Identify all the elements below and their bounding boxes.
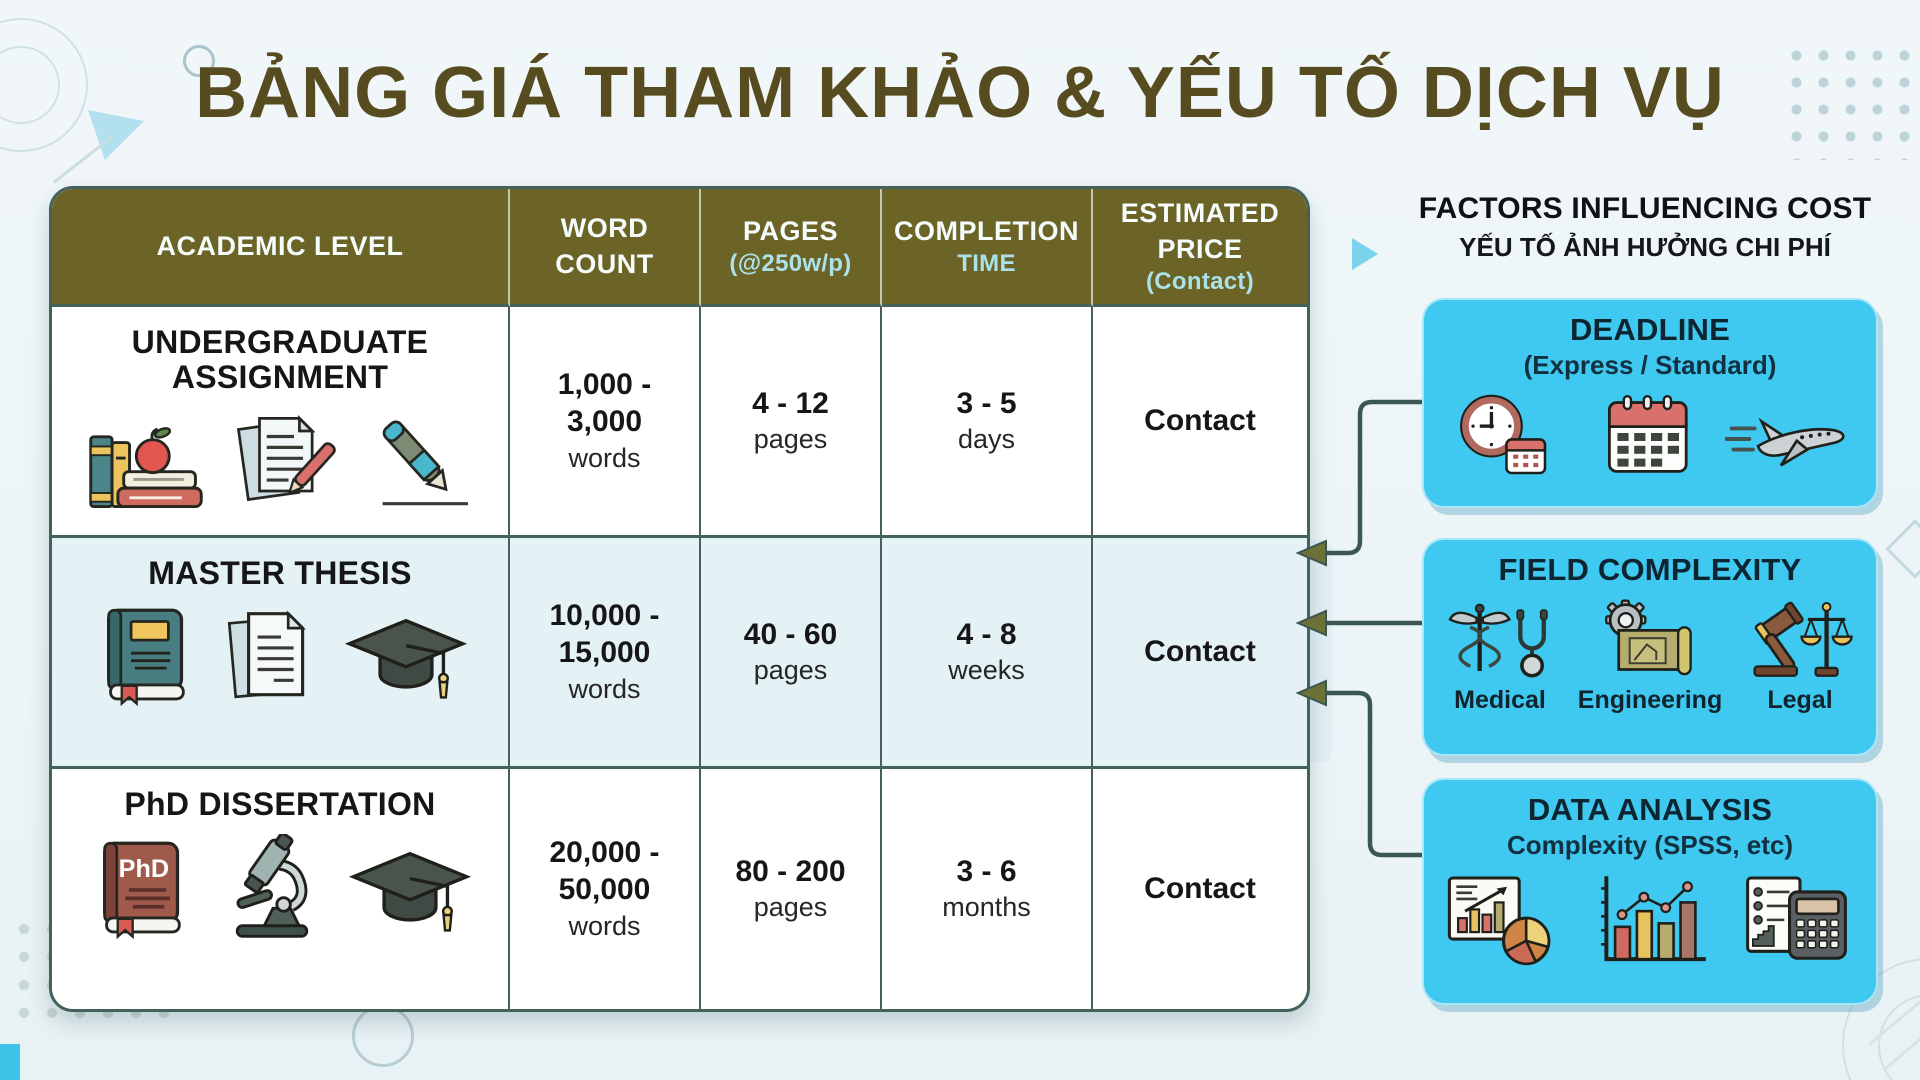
cell-time-phd: 3 - 6 months bbox=[882, 769, 1093, 1009]
document-calculator-icon bbox=[1746, 876, 1847, 960]
cell-pages-phd: 80 - 200 pages bbox=[701, 769, 882, 1009]
cell-price-phd: Contact bbox=[1093, 769, 1307, 1009]
master-icons bbox=[90, 603, 470, 709]
card-data-analysis: DATA ANALYSIS Complexity (SPSS, etc) bbox=[1422, 778, 1878, 1005]
clock-calendar-icon bbox=[1460, 394, 1547, 475]
field-engineering: Engineering bbox=[1577, 596, 1723, 715]
phd-book-label: PhD bbox=[119, 855, 169, 883]
field-label-engineering: Engineering bbox=[1577, 686, 1723, 714]
cell-pages-undergraduate: 4 - 12 pages bbox=[701, 307, 882, 538]
diamond-decoration bbox=[1885, 519, 1920, 579]
cell-price-undergraduate: Contact bbox=[1093, 307, 1307, 538]
card-field-title: FIELD COMPLEXITY bbox=[1498, 552, 1802, 587]
factors-heading-vi: YẾU TỐ ẢNH HƯỞNG CHI PHÍ bbox=[1459, 232, 1831, 262]
circle-outline-bottom bbox=[352, 1005, 414, 1067]
calendar-icon bbox=[1608, 395, 1688, 473]
header-academic-level: ACADEMIC LEVEL bbox=[52, 189, 510, 307]
triangle-pointer-icon bbox=[1352, 238, 1378, 270]
card-deadline-subtitle: (Express / Standard) bbox=[1523, 350, 1777, 380]
cell-time-undergraduate: 3 - 5 days bbox=[882, 307, 1093, 538]
cell-words-phd: 20,000 - 50,000 words bbox=[510, 769, 701, 1009]
circle-outline-top-left bbox=[183, 45, 215, 77]
pricing-table: ACADEMIC LEVEL WORD COUNT PAGES (@250w/p… bbox=[49, 186, 1310, 1012]
books-apple-icon bbox=[89, 427, 203, 509]
cell-words-undergraduate: 1,000 - 3,000 words bbox=[510, 307, 701, 538]
airplane-icon bbox=[1725, 417, 1845, 467]
teal-book-icon bbox=[107, 608, 185, 707]
factors-heading: FACTORS INFLUENCING COST YẾU TỐ ẢNH HƯỞN… bbox=[1390, 192, 1900, 263]
dot-grid-top-right bbox=[1783, 42, 1920, 160]
bar-line-chart-icon bbox=[1601, 876, 1706, 962]
header-word-count: WORD COUNT bbox=[510, 189, 701, 307]
microscope-icon bbox=[235, 834, 309, 938]
factors-heading-en: FACTORS INFLUENCING COST bbox=[1418, 192, 1872, 225]
line-decoration bbox=[52, 135, 114, 184]
field-columns: Medical bbox=[1430, 596, 1870, 715]
chart-pie-report-icon bbox=[1447, 876, 1551, 966]
square-decoration bbox=[0, 1044, 20, 1080]
field-label-legal: Legal bbox=[1767, 686, 1833, 714]
graduation-cap-icon bbox=[348, 852, 472, 932]
deadline-icons bbox=[1449, 391, 1851, 483]
header-completion-time: COMPLETION TIME bbox=[882, 189, 1093, 307]
cell-words-master: 10,000 - 15,000 words bbox=[510, 538, 701, 769]
card-data-subtitle: Complexity (SPSS, etc) bbox=[1506, 830, 1794, 860]
field-legal: Legal bbox=[1730, 596, 1870, 715]
header-pages: PAGES (@250w/p) bbox=[701, 189, 882, 307]
cell-time-master: 4 - 8 weeks bbox=[882, 538, 1093, 769]
data-analysis-icons bbox=[1438, 871, 1862, 967]
papers-icon bbox=[227, 610, 306, 699]
cell-price-master: Contact bbox=[1093, 538, 1307, 769]
phd-book-icon: PhD bbox=[103, 841, 181, 940]
gavel-scales-icon bbox=[1753, 601, 1853, 677]
phd-icons: PhD bbox=[86, 834, 474, 942]
card-deadline-title: DEADLINE bbox=[1569, 312, 1731, 347]
graduation-cap-icon bbox=[344, 619, 468, 699]
card-deadline: DEADLINE (Express / Standard) bbox=[1422, 298, 1878, 508]
header-estimated-price: ESTIMATED PRICE (Contact) bbox=[1093, 189, 1307, 307]
paper-pen-icon bbox=[236, 415, 336, 502]
field-label-medical: Medical bbox=[1454, 686, 1546, 714]
row-master-level: MASTER THESIS bbox=[52, 538, 510, 769]
undergraduate-icons bbox=[83, 407, 477, 515]
row-phd-level: PhD DISSERTATION PhD bbox=[52, 769, 510, 1009]
card-data-title: DATA ANALYSIS bbox=[1527, 792, 1773, 827]
page-title: BẢNG GIÁ THAM KHẢO & YẾU TỐ DỊCH VỤ bbox=[195, 53, 1725, 133]
pen-icon bbox=[382, 420, 468, 506]
row-undergraduate-level: UNDERGRADUATE ASSIGNMENT bbox=[52, 307, 510, 538]
caduceus-stethoscope-icon bbox=[1448, 603, 1548, 678]
gear-blueprint-icon bbox=[1605, 599, 1692, 676]
cell-pages-master: 40 - 60 pages bbox=[701, 538, 882, 769]
card-field-complexity: FIELD COMPLEXITY Medical bbox=[1422, 538, 1878, 756]
field-medical: Medical bbox=[1430, 596, 1570, 715]
